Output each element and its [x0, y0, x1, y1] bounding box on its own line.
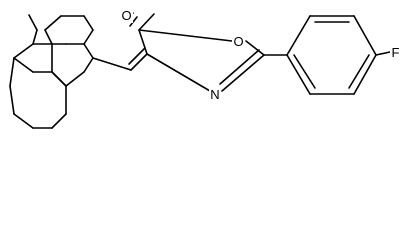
ring-oxygen-text: O — [233, 34, 243, 49]
carbonyl-oxygen-label: O — [120, 7, 133, 23]
carbonyl-bond — [129, 16, 138, 27]
naphthalene-ring-b-bond — [13, 57, 34, 73]
naphthalene-ring-a-bond — [83, 29, 94, 45]
c-f-bond — [375, 51, 391, 56]
oxazolone-bond — [146, 53, 211, 92]
vinyl-double-bond — [130, 53, 148, 71]
naphthalene-ring-b-bond — [13, 43, 34, 59]
phenyl-double-bond — [348, 54, 370, 89]
phenyl-double-bond — [293, 54, 316, 89]
methyl-bond — [28, 14, 38, 31]
naphthalene-ring-b-bond — [65, 71, 85, 87]
molecule-structure-drawing: O O N F — [9, 7, 401, 129]
phenyl-bond — [286, 15, 311, 56]
naphthalene-ring-a-bond — [44, 29, 53, 45]
bond-lines — [9, 12, 391, 129]
oxazolone-bond — [221, 54, 265, 92]
naphthalene-ring-a-bond — [83, 57, 94, 73]
naphthalene-ring-a-bond — [32, 29, 38, 45]
fluorine-text: F — [392, 45, 400, 60]
vinyl-double-bond — [128, 47, 146, 65]
phenyl-bond — [286, 54, 311, 95]
naphthalene-ring-b-bond — [51, 71, 67, 87]
atom-labels: O O N F — [120, 7, 401, 102]
carbonyl-oxygen-text: O — [121, 8, 131, 23]
naphthalene-ring-b-bond — [13, 113, 34, 129]
phenyl-bond — [353, 15, 377, 56]
fluorine-label: F — [390, 44, 401, 60]
oxazolone-bond — [138, 13, 155, 31]
naphthalene-ring-b-bond — [9, 57, 15, 87]
oxazolone-double-bond — [219, 49, 260, 85]
naphthalene-ring-b-bond — [9, 85, 15, 115]
ring-nitrogen-text: N — [210, 87, 219, 102]
oxazolone-bond — [138, 29, 233, 42]
oxazolone-bond — [138, 29, 148, 55]
naphthalene-ring-a-bond — [83, 43, 94, 59]
naphthalene-ring-a-bond — [44, 15, 62, 31]
vinyl-bond — [92, 57, 132, 71]
ring-oxygen-label: O — [232, 33, 245, 49]
naphthalene-ring-b-bond — [51, 113, 67, 129]
ring-nitrogen-label: N — [209, 86, 221, 102]
oxazolone-bond — [245, 40, 265, 56]
naphthalene-ring-a-bond — [83, 15, 94, 31]
phenyl-bond — [353, 54, 377, 95]
